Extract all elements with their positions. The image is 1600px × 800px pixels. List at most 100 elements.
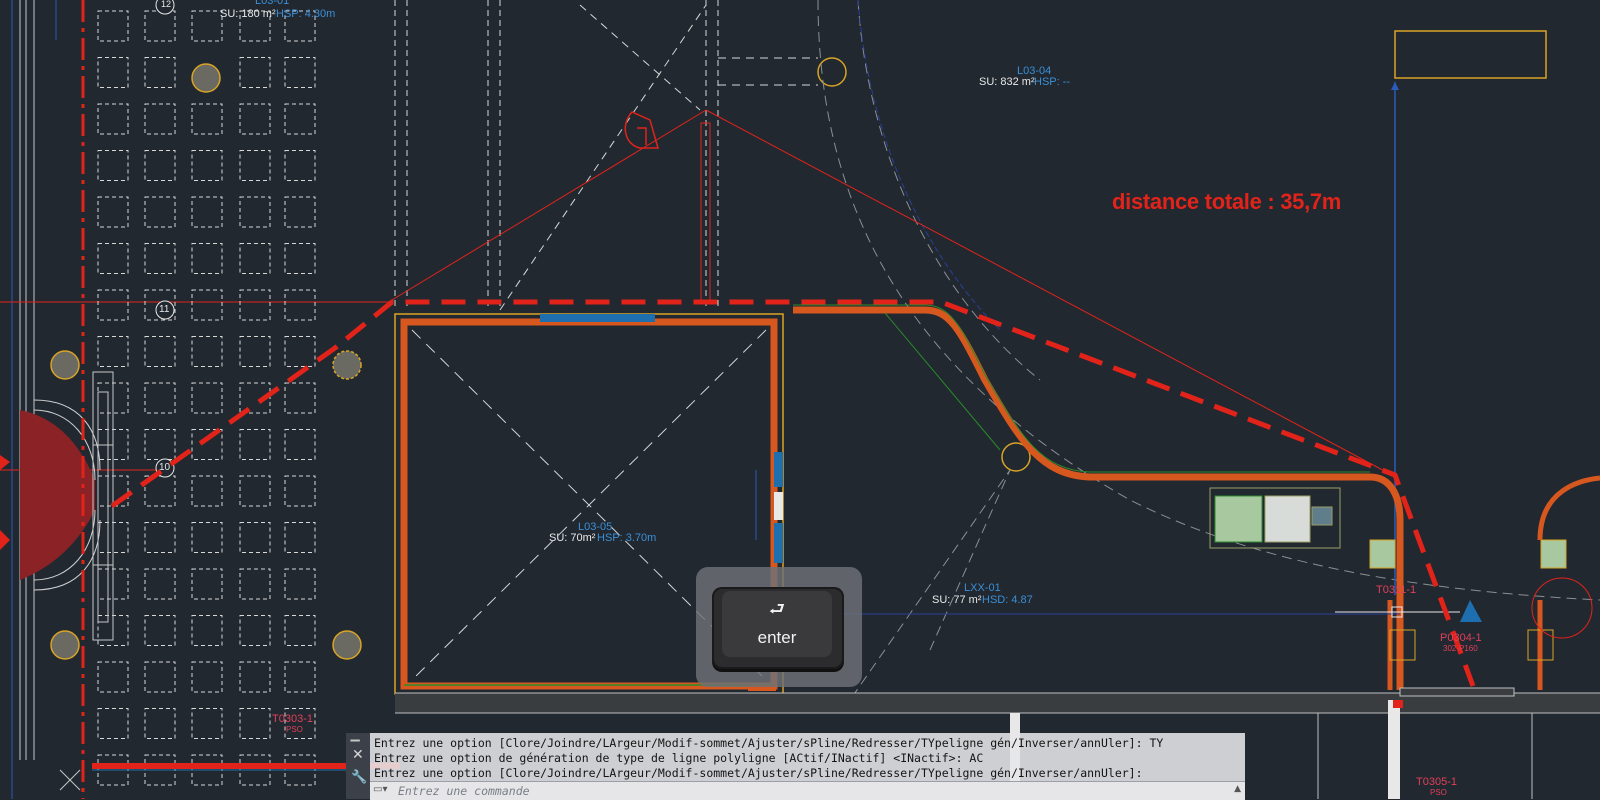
parking-square [191,150,223,181]
parking-square [284,243,316,274]
command-history-line: Entrez une option [Clore/Joindre/LArgeur… [374,766,1143,780]
parking-square [239,475,271,507]
parking-square [239,10,271,42]
parking-square [144,336,176,367]
parking-square [191,429,223,460]
yellow-rect-top-right [1394,30,1547,79]
parking-square [239,57,271,88]
parking-square [239,661,271,693]
parking-square [144,243,176,274]
parking-square [191,103,223,135]
parking-square [144,382,176,414]
parking-square [239,522,271,553]
tag-p0304: P0304-1 [1440,632,1482,644]
measurement-polyline [110,299,1476,687]
parking-square [284,336,316,367]
command-input[interactable] [398,783,1198,798]
close-icon[interactable]: ✕ [352,747,364,763]
command-input-row: ▭▾ ▲ [370,781,1245,800]
grid-marker-10: 10 [159,462,171,473]
parking-square [284,57,316,88]
parking-square [191,382,223,414]
tag-t0305-sub: PSO [1430,788,1447,797]
enter-key-face: ⮐ enter [722,591,832,657]
grid-marker-12: 12 [161,0,172,9]
parking-square [284,475,316,507]
room-lxx-01-su: SU: 77 m² [932,594,982,606]
parking-square [284,708,316,739]
command-prompt-icon[interactable]: ▭▾ [373,784,388,795]
parking-square [239,382,271,414]
command-line-window: ▪▪▪▪▪ ✕ 🔧 Entrez une option [Clore/Joind… [346,733,1245,800]
parking-square [144,522,176,553]
wrench-icon[interactable]: 🔧 [351,770,368,785]
command-history: Entrez une option [Clore/Joindre/LArgeur… [370,733,1245,781]
parking-square [239,429,271,460]
tag-t0311: T0311-1 [1376,584,1417,596]
history-scroll-up-icon[interactable]: ▲ [1234,784,1241,794]
command-line-gutter: ▪▪▪▪▪ ✕ 🔧 [346,733,370,799]
tag-t0305: T0305-1 [1416,776,1457,788]
parking-square [144,57,176,88]
parking-square [97,103,129,135]
parking-square [239,708,271,739]
parking-square [284,661,316,693]
parking-square [239,150,271,181]
grip-icon[interactable]: ▪▪▪▪▪ [350,736,360,745]
parking-square [97,57,129,88]
enter-key-label: enter [757,628,797,647]
parking-square [144,661,176,693]
parking-square [191,522,223,553]
columns [50,63,362,660]
parking-square [239,336,271,367]
parking-square [97,289,129,321]
room-l03-01-name: L03-01 [255,0,290,7]
parking-square [284,10,316,42]
parking-square [97,336,129,367]
measurement-helper-lines [391,109,1393,476]
left-edge-lines [11,0,57,799]
parking-square [284,382,316,414]
parking-square [144,196,176,228]
parking-square [191,475,223,507]
parking-square [284,522,316,553]
road-curves [817,0,1600,701]
parking-square [284,196,316,228]
tag-p0304-sub: 302-P160 [1443,644,1478,653]
parking-square [239,196,271,228]
tag-t0303: T0303-1 [272,713,313,725]
room-l03-04-hsp: HSP: -- [1034,76,1071,88]
room-diagonals [411,329,767,681]
parking-square [284,289,316,321]
parking-square [144,429,176,460]
parking-square [97,708,129,739]
tag-t0303-sub: PSO [286,725,303,734]
parking-square [191,243,223,274]
parking-square [239,103,271,135]
parking-square [239,568,271,600]
room-lxx-01-name: LXX-01 [964,582,1001,594]
room-l03-05-hsp: HSP: 3.70m [597,532,657,544]
parking-square [97,150,129,181]
parking-square [284,150,316,181]
room-lxx-01-hsp: HSD: 4.87 [982,594,1033,606]
room-l03-01-hsp: HSP: 4.30m [276,8,336,20]
corridor-lines [394,0,719,310]
parking-square [191,615,223,646]
room-l03-05-name: L03-05 [578,521,613,533]
parking-square [284,429,316,460]
parking-square [144,150,176,181]
parking-square [284,103,316,135]
parking-square [144,568,176,600]
parking-square [284,615,316,646]
parking-square [239,615,271,646]
parking-square [97,243,129,274]
curved-wall [793,306,1404,690]
bottom-band [395,685,1600,799]
equipment-block [1209,487,1567,569]
distance-total-label: distance totale : 35,7m [1112,189,1342,214]
room-l03-01-su: SU: 180 m² [220,8,276,20]
parking-square [191,289,223,321]
left-red-zone [20,410,95,580]
grid-marker-11: 11 [159,304,170,315]
